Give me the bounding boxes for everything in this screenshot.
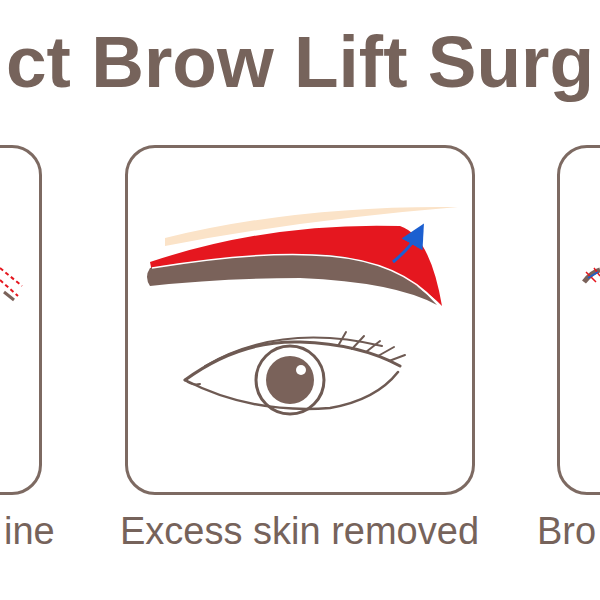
panel-border (557, 145, 600, 495)
right-panel-marks (584, 268, 600, 282)
lift-arrow (393, 234, 418, 262)
step-caption: ine (4, 510, 55, 554)
eye (185, 332, 405, 414)
panel-border (125, 145, 475, 495)
step-panel: Excess skin removed (125, 145, 475, 600)
left-panel-marks (0, 268, 22, 300)
panel-border (0, 145, 42, 495)
title: ct Brow Lift Surg (6, 22, 594, 102)
step-panel: ine (0, 145, 42, 600)
step-caption: Bro (537, 510, 596, 554)
step-caption: Excess skin removed (120, 510, 479, 554)
step-panel: Bro (557, 145, 600, 600)
